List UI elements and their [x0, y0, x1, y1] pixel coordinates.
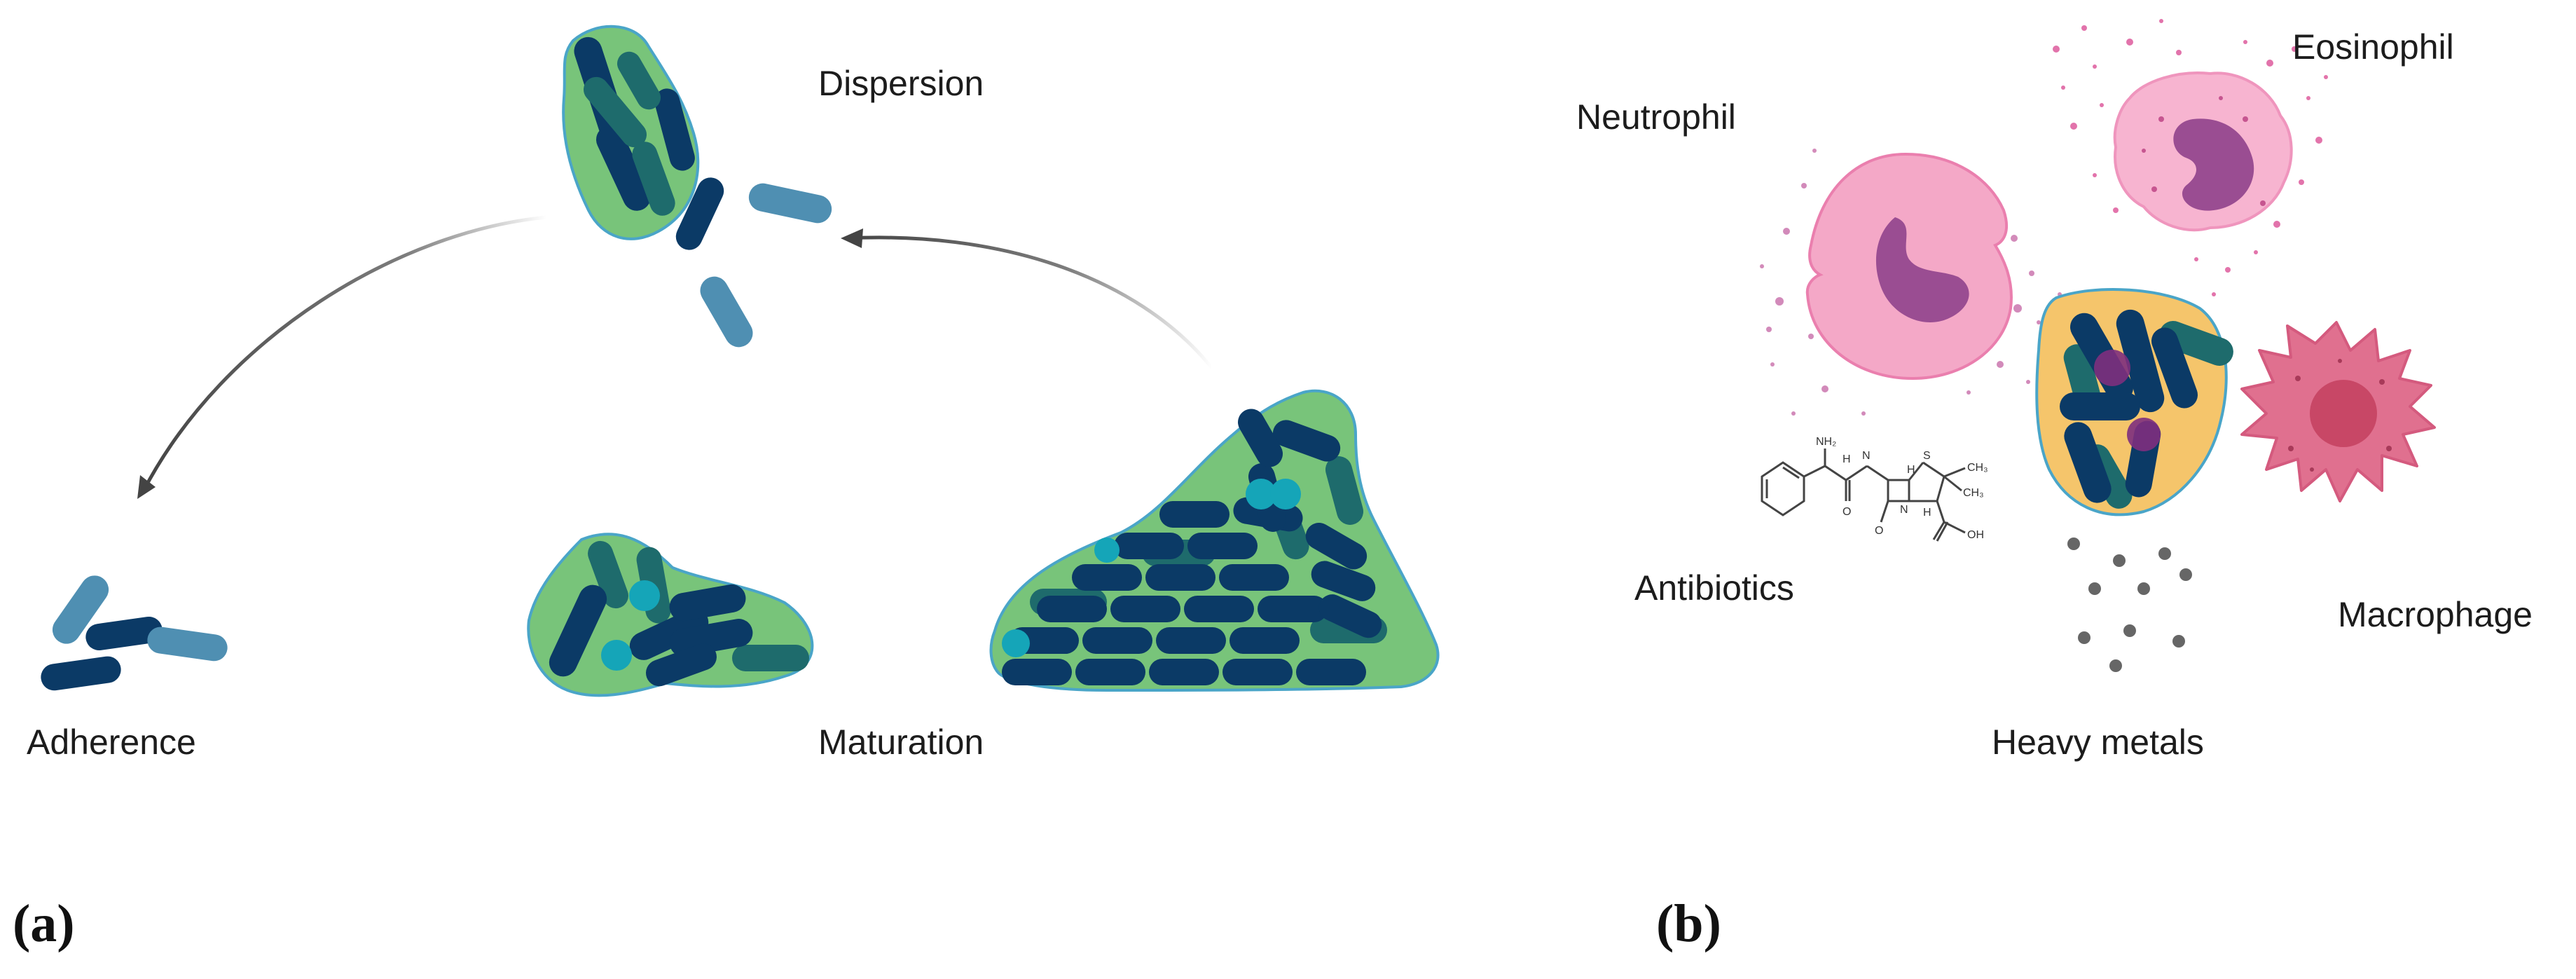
maturation-cluster-small	[527, 533, 814, 697]
label-maturation: Maturation	[818, 723, 984, 762]
macrophage-cell	[2240, 321, 2436, 502]
label-antibiotics: Antibiotics	[1634, 568, 1794, 608]
antibiotic-molecule	[1761, 449, 1966, 542]
dispersion-cluster	[562, 25, 700, 240]
mol-n2: N	[1900, 504, 1908, 516]
label-neutrophil: Neutrophil	[1576, 97, 1736, 137]
eosinophil-granules	[2053, 19, 2328, 296]
mol-n1: N	[1862, 450, 1871, 462]
panel-letter-a: (a)	[13, 894, 75, 953]
panel-letter-b: (b)	[1656, 894, 1721, 953]
eosinophil-cell	[2113, 71, 2293, 232]
label-eosinophil: Eosinophil	[2292, 27, 2454, 67]
label-dispersion: Dispersion	[818, 64, 984, 103]
label-macrophage: Macrophage	[2338, 595, 2533, 634]
mol-h3: H	[1923, 507, 1931, 519]
antibiotic-molecule-labels: NH₂ H N H S CH₃ CH₃ O N O H OH	[1816, 436, 1988, 541]
label-adherence: Adherence	[27, 723, 196, 762]
mol-o1: O	[1843, 506, 1851, 518]
maturation-cluster-large	[989, 389, 1440, 692]
mol-o2: O	[1875, 525, 1883, 537]
mol-h2: H	[1907, 464, 1915, 476]
mol-oh: OH	[1967, 529, 1984, 541]
heavy-metal-particles	[2067, 538, 2192, 672]
encapsulated-biofilm	[2035, 288, 2233, 516]
cycle-arrow-to-adherence	[137, 215, 547, 499]
cycle-arrow-to-dispersion	[841, 228, 1213, 369]
neutrophil-cell	[1805, 152, 2013, 381]
adherence-bacteria	[41, 575, 228, 691]
label-heavy-metals: Heavy metals	[1992, 723, 2204, 762]
mol-h1: H	[1843, 453, 1851, 465]
mol-ch3-b: CH₃	[1963, 487, 1984, 499]
mol-s: S	[1923, 450, 1931, 462]
mol-ch3-a: CH₃	[1967, 462, 1988, 474]
mol-nh2: NH₂	[1816, 436, 1836, 448]
dispersed-bacteria	[675, 177, 832, 348]
